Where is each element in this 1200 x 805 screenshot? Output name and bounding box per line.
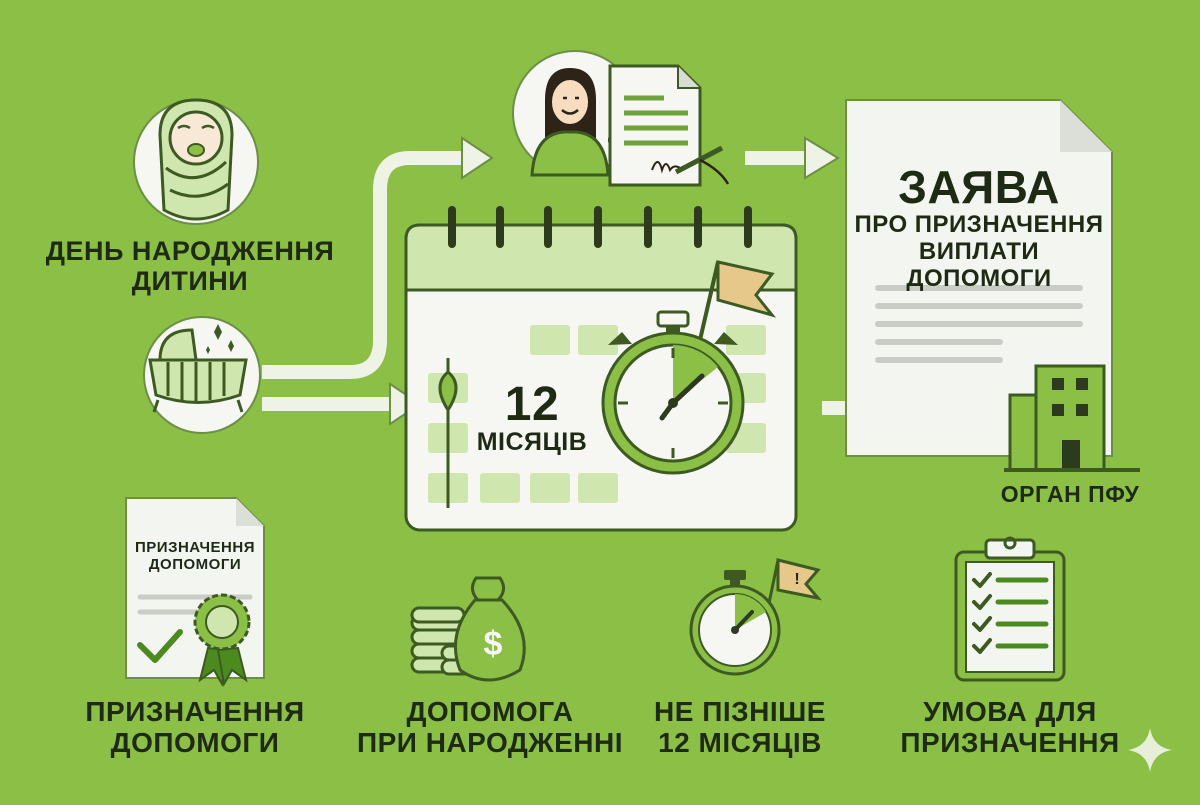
calendar-months-unit: МІСЯЦІВ — [476, 428, 588, 456]
flag-icon — [716, 260, 777, 318]
application-subtitle: ПРО ПРИЗНАЧЕННЯ ВИПЛАТИ ДОПОМОГИ — [854, 211, 1104, 292]
deadline-stopwatch-icon: ! — [689, 558, 822, 676]
arrow-crib-to-person — [262, 151, 470, 379]
calendar-icon — [404, 206, 798, 532]
woman-with-document-icon — [512, 50, 638, 177]
certificate-icon — [125, 497, 265, 687]
stopwatch-icon — [601, 260, 777, 475]
sparkle-icon — [1128, 728, 1172, 772]
condition-label: УМОВА ДЛЯ ПРИЗНАЧЕННЯ — [900, 696, 1120, 759]
office-building-icon — [1004, 364, 1140, 472]
certificate-doc-title: ПРИЗНАЧЕННЯ ДОПОМОГИ — [135, 539, 255, 573]
certificate-label: ПРИЗНАЧЕННЯ ДОПОМОГИ — [85, 696, 305, 759]
crib-icon — [143, 316, 261, 434]
money-bag-coins-icon: $ — [410, 576, 526, 682]
aid-label: ДОПОМОГА ПРИ НАРОДЖЕННІ — [356, 696, 623, 759]
svg-text:!: ! — [794, 571, 799, 588]
calendar-months-number: 12 — [504, 378, 560, 431]
signed-document-icon — [608, 64, 730, 187]
deadline-label: НЕ ПІЗНІШЕ 12 МІСЯЦІВ — [654, 696, 826, 759]
application-title: ЗАЯВА — [898, 161, 1060, 213]
birth-label: ДЕНЬ НАРОДЖЕННЯ ДИТИНИ — [45, 236, 335, 297]
checklist-clipboard-icon — [954, 536, 1066, 682]
pfu-label: ОРГАН ПФУ — [1000, 481, 1140, 507]
swaddled-baby-icon — [133, 98, 259, 225]
svg-text:$: $ — [484, 625, 503, 663]
